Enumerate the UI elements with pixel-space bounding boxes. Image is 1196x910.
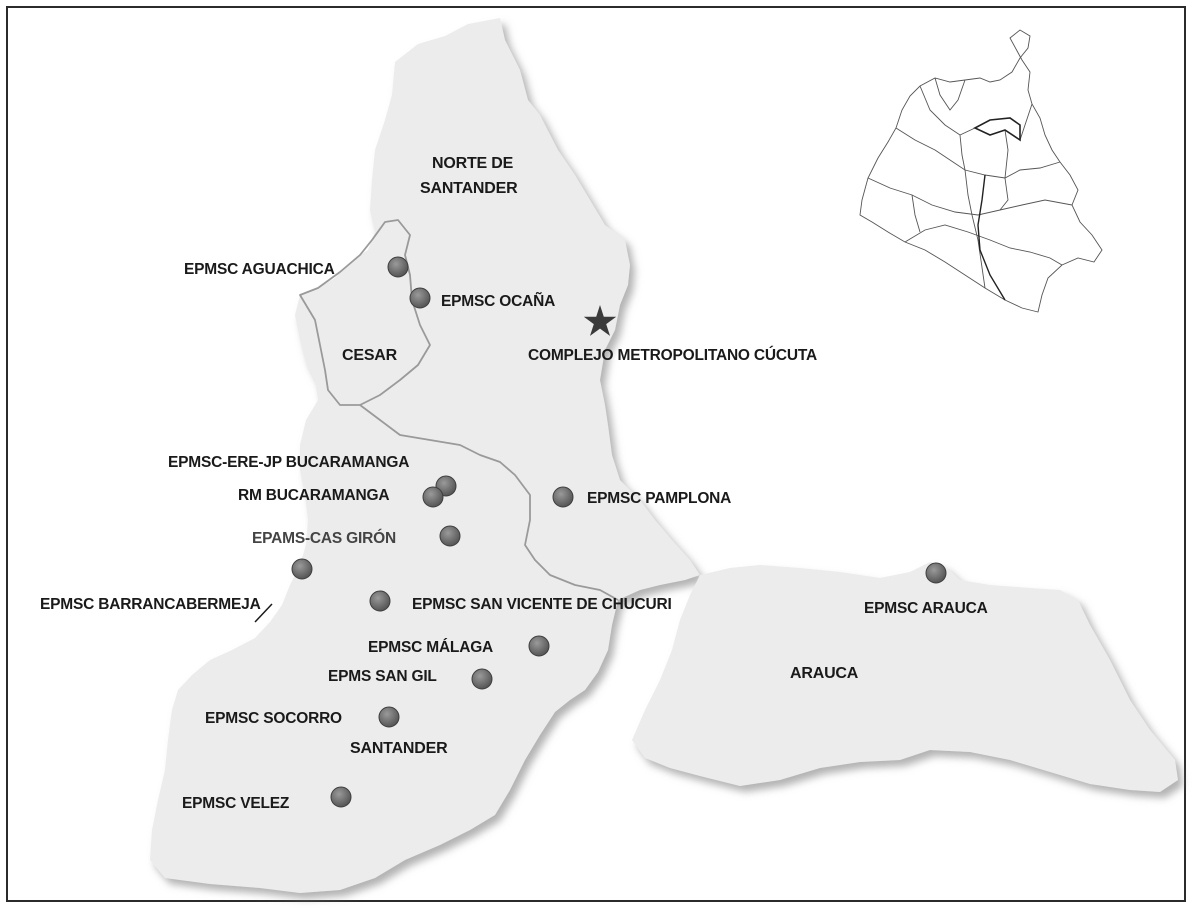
region-label-santander: SANTANDER <box>350 740 448 757</box>
colombia-inset-internal-7 <box>999 129 1009 211</box>
region-label-arauca: ARAUCA <box>790 665 859 682</box>
marker-pamplona <box>552 486 574 508</box>
norte-santander-boundary <box>359 404 619 601</box>
marker-malaga <box>528 635 550 657</box>
marker-ocana <box>409 287 431 309</box>
colombia-inset-internal-4 <box>904 224 1063 266</box>
facility-label-pamplona: EPMSC PAMPLONA <box>587 490 731 507</box>
facility-label-velez: EPMSC VELEZ <box>182 795 290 812</box>
complex-label-cucuta: COMPLEJO METROPOLITANO CÚCUTA <box>528 346 817 364</box>
marker-rm-bga <box>422 486 444 508</box>
barrancabermeja-leader-line <box>254 603 273 623</box>
facility-label-rm-bucaramanga: RM BUCARAMANGA <box>238 487 389 504</box>
star-icon <box>583 305 617 336</box>
colombia-inset-river <box>977 174 1006 301</box>
marker-san-vicente <box>369 590 391 612</box>
facility-label-san-gil: EPMS SAN GIL <box>328 668 437 685</box>
facility-label-ere-jp-bucaramanga: EPMSC-ERE-JP BUCARAMANGA <box>168 454 409 471</box>
marker-aguachica <box>387 256 409 278</box>
region-label-norte-de-santander-line2: SANTANDER <box>420 180 518 197</box>
marker-barranca <box>291 558 313 580</box>
colombia-inset-internal-6 <box>959 134 986 289</box>
facility-label-san-vicente-de-chucuri: EPMSC SAN VICENTE DE CHUCURI <box>412 596 672 613</box>
arauca-shape <box>632 562 1178 792</box>
facility-label-socorro: EPMSC SOCORRO <box>205 710 342 727</box>
colombia-inset-map <box>859 29 1103 313</box>
facility-label-arauca: EPMSC ARAUCA <box>864 600 988 617</box>
marker-arauca <box>925 562 947 584</box>
landmass-main <box>150 18 700 893</box>
facility-label-aguachica: EPMSC AGUACHICA <box>184 261 335 278</box>
colombia-inset-outline <box>859 29 1103 313</box>
norte-santander-santander-shape <box>150 18 700 893</box>
marker-velez <box>330 786 352 808</box>
colombia-inset-highlight <box>973 117 1021 142</box>
facility-label-malaga: EPMSC MÁLAGA <box>368 639 493 656</box>
marker-socorro <box>378 706 400 728</box>
marker-giron <box>439 525 461 547</box>
marker-san-gil <box>471 668 493 690</box>
region-label-cesar: CESAR <box>342 347 398 364</box>
facility-label-barrancabermeja: EPMSC BARRANCABERMEJA <box>40 596 261 613</box>
colombia-inset-internal-8 <box>911 194 921 233</box>
cesar-boundary <box>299 219 431 406</box>
region-label-norte-de-santander-line1: NORTE DE <box>432 155 514 172</box>
colombia-inset-internal-5 <box>934 77 966 111</box>
facility-markers <box>291 256 947 808</box>
colombia-inset-internal-2 <box>895 127 1061 179</box>
facility-label-ocana: EPMSC OCAÑA <box>441 292 555 310</box>
colombia-inset-internal-1 <box>919 85 1033 141</box>
facility-label-giron: EPAMS-CAS GIRÓN <box>252 529 396 547</box>
department-boundaries <box>299 219 619 601</box>
colombia-inset-internal-3 <box>867 177 1073 216</box>
landmass-arauca <box>632 562 1178 792</box>
